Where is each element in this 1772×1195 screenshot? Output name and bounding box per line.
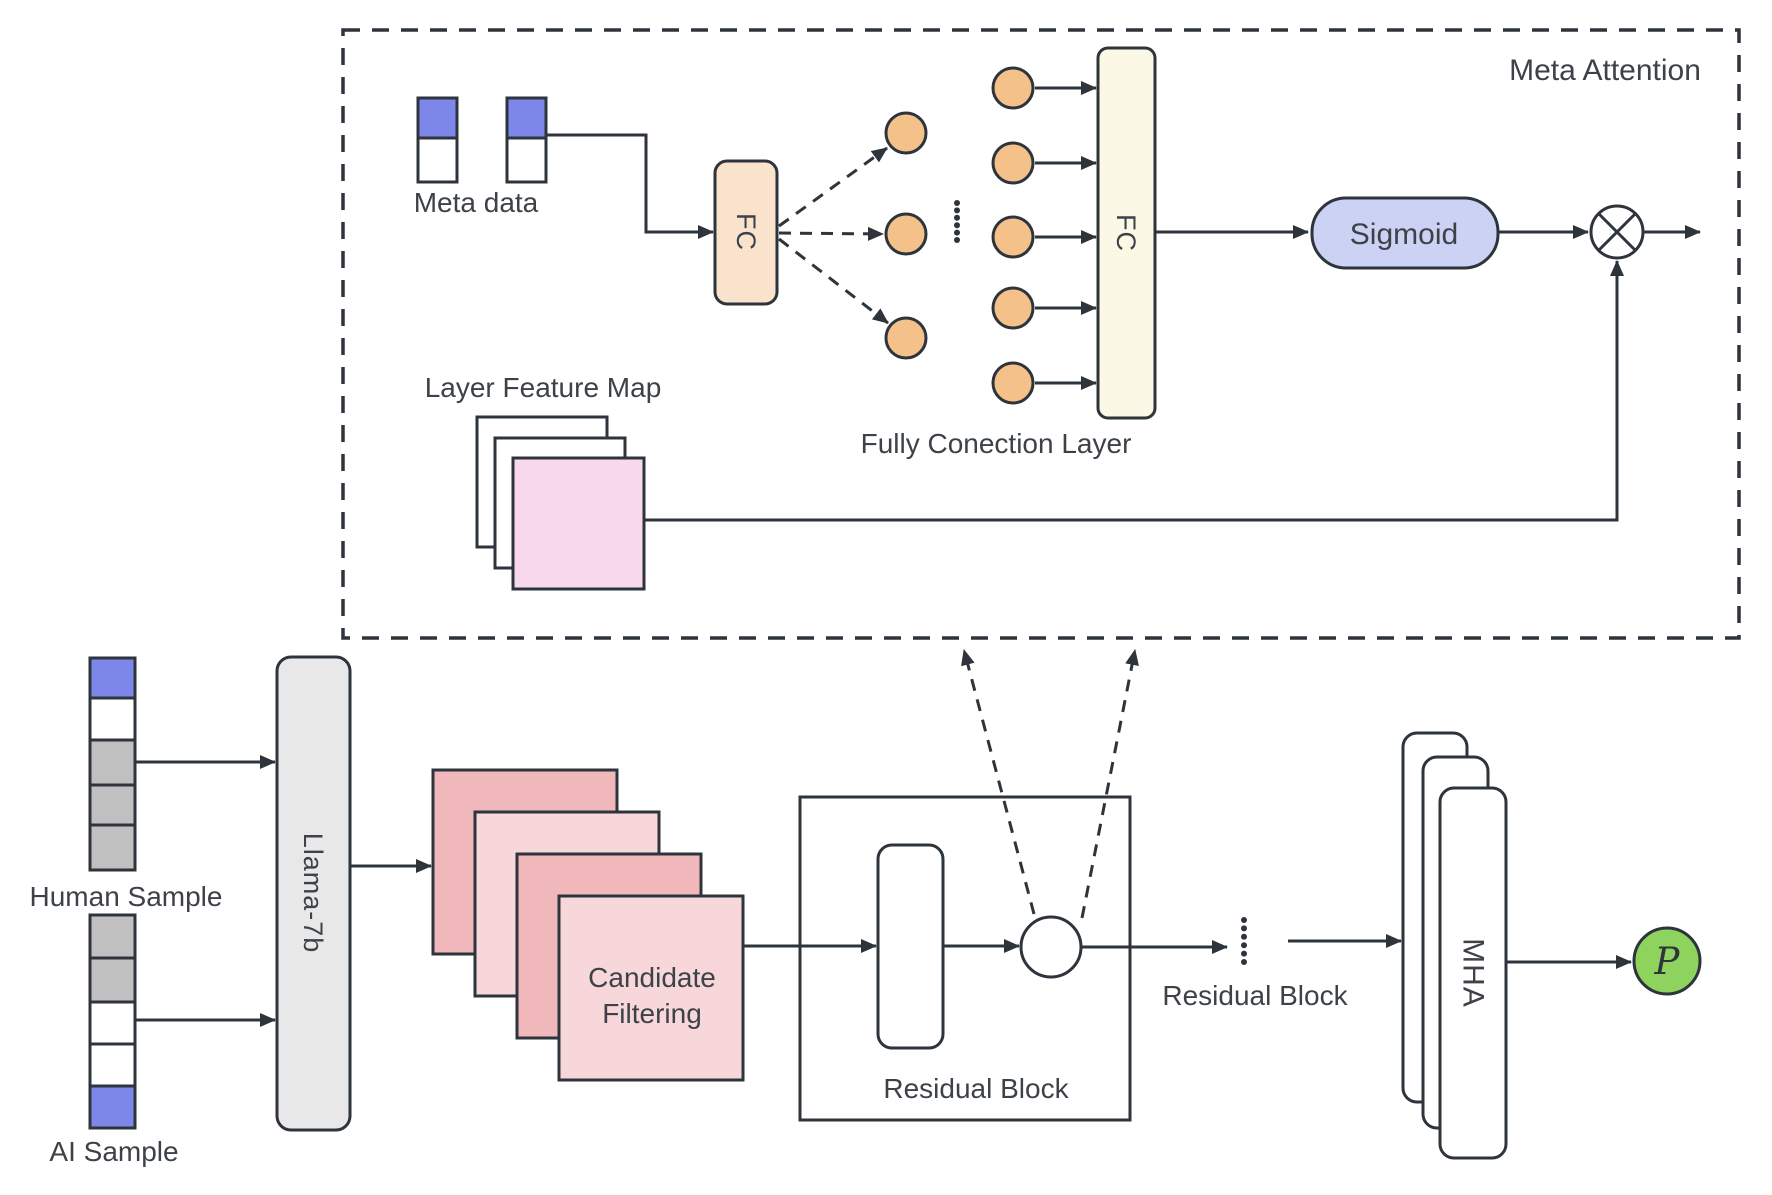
fully-connection-label: Fully Conection Layer xyxy=(861,428,1132,459)
layer-feature-map-stack xyxy=(475,415,646,591)
multiply-icon xyxy=(1589,204,1645,260)
residual-block-outer-label: Residual Block xyxy=(1162,980,1348,1011)
neuron-column-hidden xyxy=(884,111,928,360)
output-p-label: P xyxy=(1654,940,1681,983)
human-sample-label: Human Sample xyxy=(30,881,223,912)
llama-box xyxy=(275,655,352,1132)
residual-sum-circle xyxy=(1019,915,1083,979)
ellipsis-dots-top xyxy=(954,200,960,243)
fc-output-label: FC xyxy=(1111,214,1141,252)
mha-stack xyxy=(1401,731,1508,1160)
fc-input-label: FC xyxy=(731,213,761,251)
meta-data-vectors xyxy=(416,96,548,184)
sigmoid-label: Sigmoid xyxy=(1350,218,1458,251)
candidate-filtering-stack xyxy=(431,768,745,1082)
output-p-circle xyxy=(1632,926,1702,996)
layer-feature-map-label: Layer Feature Map xyxy=(425,372,662,403)
meta-attention-box xyxy=(341,28,1741,640)
meta-attention-title: Meta Attention xyxy=(1509,54,1701,87)
ellipsis-dots-bottom xyxy=(1241,917,1247,965)
flow-arrows xyxy=(135,81,1701,1027)
residual-inner-unit xyxy=(876,843,945,1050)
candidate-filtering-label-line1: Candidate xyxy=(588,962,716,993)
fc-input-box xyxy=(713,159,779,306)
dashed-arrows xyxy=(778,146,1139,919)
residual-block-box xyxy=(798,795,1132,1122)
residual-block-inner-label: Residual Block xyxy=(883,1073,1069,1104)
neuron-column-output xyxy=(991,66,1035,405)
human-sample-vector xyxy=(88,656,137,872)
mha-label: MHA xyxy=(1457,938,1490,1008)
meta-data-label: Meta data xyxy=(414,187,539,218)
ai-sample-label: AI Sample xyxy=(49,1136,178,1167)
candidate-filtering-label-line2: Filtering xyxy=(602,998,702,1029)
llama-label: Llama-7b xyxy=(298,833,328,954)
ai-sample-vector xyxy=(88,913,137,1130)
